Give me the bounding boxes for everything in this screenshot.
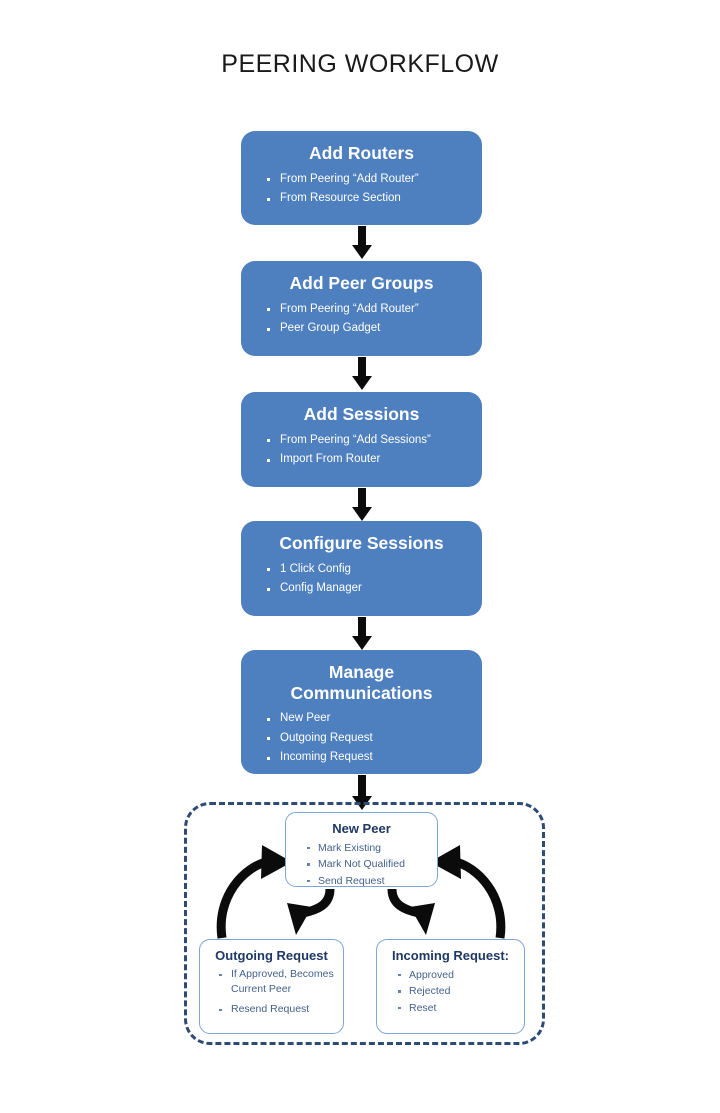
step-title: Add Sessions: [303, 404, 420, 424]
arrow-head: [352, 636, 372, 650]
arrow-down-3: [352, 488, 372, 521]
substep-box-new-peer[interactable]: New Peer Mark Existing Mark Not Qualifie…: [285, 812, 438, 887]
step-bullet: From Peering “Add Router”: [265, 300, 482, 320]
arrow-stem: [358, 775, 366, 797]
step-title: Manage Communications: [241, 662, 482, 703]
step-box-add-sessions[interactable]: Add Sessions From Peering “Add Sessions”…: [241, 392, 482, 487]
substep-title: Outgoing Request: [215, 948, 328, 963]
arrow-down-4: [352, 617, 372, 650]
substep-bullet: Reset: [395, 1000, 524, 1017]
arrow-stem: [358, 357, 366, 377]
step-bullet: From Peering “Add Router”: [265, 170, 482, 190]
arrow-head: [352, 507, 372, 521]
substep-bullet-list: If Approved, Becomes Current Peer Resend…: [200, 967, 343, 1017]
substep-bullet: Mark Existing: [304, 840, 437, 857]
substep-bullet: Rejected: [395, 983, 524, 1000]
step-box-configure-sessions[interactable]: Configure Sessions 1 Click Config Config…: [241, 521, 482, 616]
step-title: Add Routers: [309, 143, 414, 163]
substep-bullet-list: Approved Rejected Reset: [377, 967, 524, 1017]
step-box-manage-communications[interactable]: Manage Communications New Peer Outgoing …: [241, 650, 482, 774]
step-title-line1: Manage: [328, 662, 395, 682]
arrow-down-1: [352, 226, 372, 259]
substep-bullet-list: Mark Existing Mark Not Qualified Send Re…: [286, 840, 437, 890]
step-bullet-list: New Peer Outgoing Request Incoming Reque…: [241, 709, 482, 768]
step-bullet: 1 Click Config: [265, 560, 482, 580]
page-title: PEERING WORKFLOW: [221, 50, 499, 78]
arrow-head: [352, 376, 372, 390]
step-box-add-peer-groups[interactable]: Add Peer Groups From Peering “Add Router…: [241, 261, 482, 356]
step-bullet: Config Manager: [265, 579, 482, 599]
substep-bullet: Mark Not Qualified: [304, 856, 437, 873]
step-box-add-routers[interactable]: Add Routers From Peering “Add Router” Fr…: [241, 131, 482, 225]
step-title: Configure Sessions: [279, 533, 444, 553]
step-title: Add Peer Groups: [289, 273, 434, 293]
arrow-down-2: [352, 357, 372, 390]
arrow-stem: [358, 488, 366, 508]
arrow-stem: [358, 617, 366, 637]
step-bullet-list: From Peering “Add Sessions” Import From …: [241, 431, 482, 470]
step-bullet: Import From Router: [265, 450, 482, 470]
step-bullet: Outgoing Request: [265, 729, 482, 749]
substep-title: Incoming Request:: [391, 948, 509, 963]
substep-bullet: Send Request: [304, 873, 437, 890]
step-bullet-list: From Peering “Add Router” From Resource …: [241, 170, 482, 209]
step-bullet: From Resource Section: [265, 189, 482, 209]
arrow-stem: [358, 226, 366, 246]
substep-bullet: If Approved, Becomes Current Peer: [216, 967, 343, 997]
step-bullet-list: 1 Click Config Config Manager: [241, 560, 482, 599]
step-bullet: Peer Group Gadget: [265, 319, 482, 339]
substep-box-incoming-request[interactable]: Incoming Request: Approved Rejected Rese…: [376, 939, 525, 1034]
communication-states-group: [184, 802, 545, 1045]
step-bullet-list: From Peering “Add Router” Peer Group Gad…: [241, 300, 482, 339]
step-bullet: Incoming Request: [265, 748, 482, 768]
step-bullet: New Peer: [265, 709, 482, 729]
substep-title: New Peer: [332, 821, 391, 836]
substep-bullet: Approved: [395, 967, 524, 984]
step-title-line2: Communications: [290, 682, 433, 703]
substep-bullet: Resend Request: [216, 1002, 343, 1017]
arrow-head: [352, 245, 372, 259]
substep-box-outgoing-request[interactable]: Outgoing Request If Approved, Becomes Cu…: [199, 939, 344, 1034]
step-bullet: From Peering “Add Sessions”: [265, 431, 482, 451]
